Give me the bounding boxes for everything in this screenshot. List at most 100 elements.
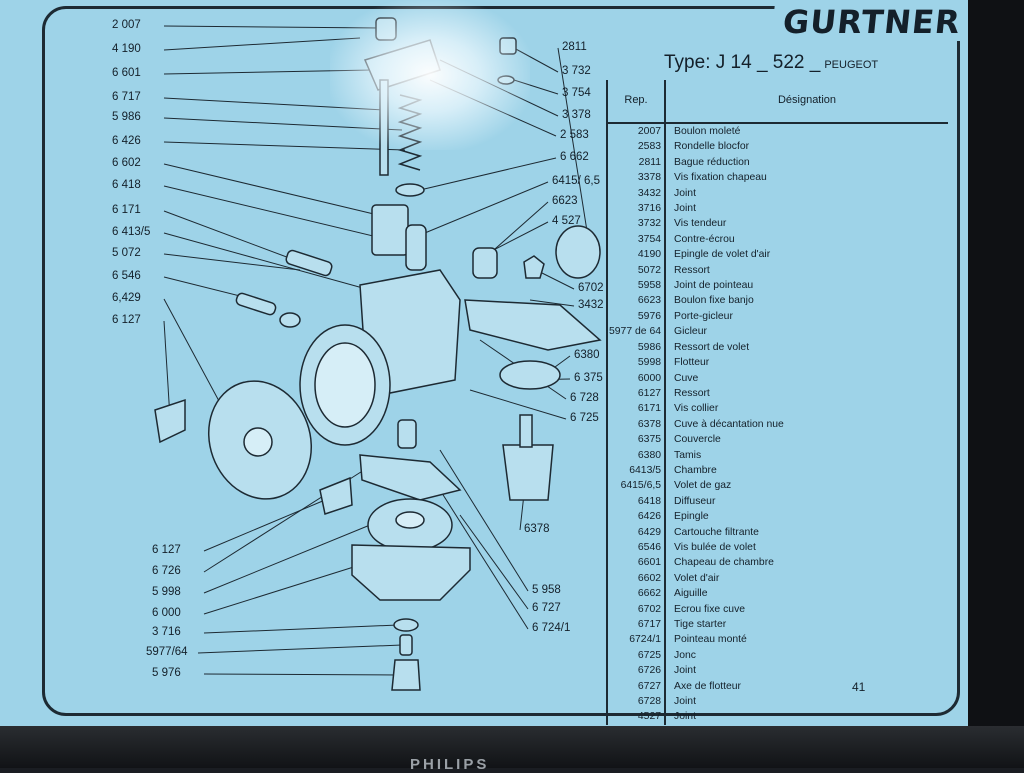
callout-label: 5 986 [112,111,141,123]
callout-label: 5 976 [152,667,181,679]
parts-row: 6726 Joint [605,663,948,679]
callout-label: 6 662 [560,151,589,163]
part-rep: 6415/6,5 [605,478,667,494]
clamp-screw-part [285,249,333,277]
needle-clip-part [395,183,425,197]
part-designation: Bague réduction [674,156,750,168]
slide-screw-part [235,292,277,316]
part-designation: Vis fixation chapeau [674,172,767,184]
leader-line [163,185,391,241]
callout-label: 6 375 [574,372,603,384]
part-rep: 2583 [605,139,667,155]
callout-label: 6 717 [112,91,141,103]
leader-line [163,320,171,419]
part-rep: 6724/1 [605,632,667,648]
callout-label: 6 726 [152,565,181,577]
callout-label: 6 601 [112,67,141,79]
callout-label: 6378 [524,523,550,535]
leader-line [419,157,557,191]
leader-line [419,181,549,236]
header-rep: Rep. [605,80,667,124]
float-nut-part [523,255,545,279]
part-rep: 6171 [605,401,667,417]
part-designation: Vis bulée de volet [674,541,756,553]
part-rep: 3732 [605,216,667,232]
leader-line [439,489,529,630]
bowl-gasket-part [393,618,419,632]
leader-line [163,253,301,271]
leader-line [203,564,361,615]
leader-line [163,37,361,51]
diffuser-part [472,247,498,279]
part-designation: Epingle de volet d'air [674,249,771,261]
part-designation: Chambre [674,464,717,476]
part-rep: 6426 [605,509,667,525]
part-designation: Porte-gicleur [674,310,733,322]
part-designation: Ressort [674,387,710,399]
part-rep: 4527 [605,709,667,725]
part-rep: 2811 [605,154,667,171]
parts-row: 3732 Vis tendeur [605,216,948,232]
part-designation: Jonc [674,649,696,661]
callout-label: 6 724/1 [532,622,571,634]
callout-label: 6 602 [112,157,141,169]
part-designation: Joint [674,187,696,199]
part-rep: 6725 [605,647,667,664]
main-jet-part [399,634,413,656]
callout-label: 6415/ 6,5 [552,175,600,187]
part-designation: Vis tendeur [674,218,727,230]
parts-row: 6725 Jonc [605,647,948,664]
air-slide-part [371,204,409,256]
part-designation: Ressort [674,264,710,276]
make-label: PEUGEOT [824,59,879,71]
callout-label: 4 190 [112,43,141,55]
callout-label: 6623 [552,195,578,207]
callout-label: 6,429 [112,292,141,304]
part-designation: Aiguille [674,588,708,600]
monitor-brand: PHILIPS [410,756,490,773]
part-rep: 5998 [605,355,667,371]
part-rep: 5986 [605,339,667,356]
part-designation: Joint de pointeau [674,280,754,292]
float-bowl-part [351,544,471,601]
leader-line [203,524,371,594]
part-rep: 6726 [605,663,667,679]
part-designation: Joint [674,665,696,677]
leader-line [535,269,575,290]
leader-line [197,644,403,654]
leader-line [459,514,529,610]
callout-label: 6 418 [112,179,141,191]
part-designation: Volet d'air [674,572,720,584]
part-rep: 2007 [605,123,667,140]
part-designation: Joint [674,696,696,708]
callout-label: 6 728 [570,392,599,404]
part-designation: Cuve à décantation nue [674,418,784,430]
part-designation: Boulon moleté [674,126,741,137]
part-designation: Tamis [674,449,702,461]
part-designation: Cuve [674,372,699,384]
part-designation: Tige starter [674,619,727,630]
leader-line [163,232,371,291]
type-label: Type: J 14 _ 522 _ [664,52,821,73]
part-rep: 6702 [605,601,667,617]
part-designation: Diffuseur [674,495,716,507]
part-designation: Pointeau monté [674,634,747,646]
part-designation: Couvercle [674,434,721,446]
